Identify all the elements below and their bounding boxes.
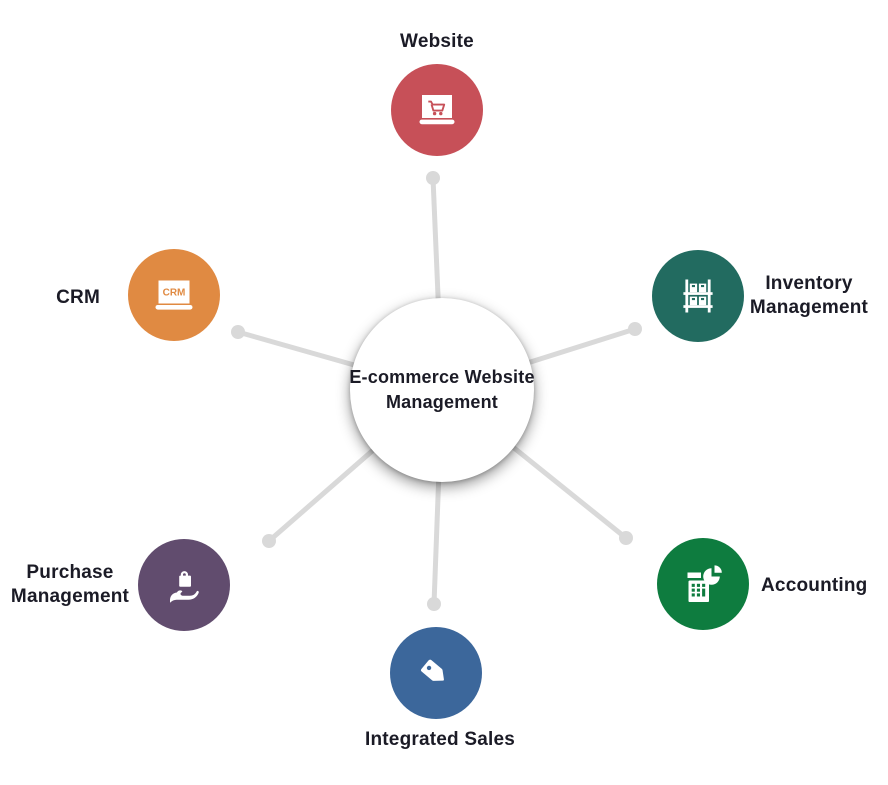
connector-dot-website [426, 171, 440, 185]
center-circle: E-commerce Website Management [349, 298, 535, 482]
crm-laptop-icon: CRM [155, 280, 193, 310]
hand-holding-bag-icon [170, 571, 199, 603]
connector-dot-accounting [619, 531, 633, 545]
center-title-line1: E-commerce Website [349, 367, 535, 388]
connector-dot-sales [427, 597, 441, 611]
node-sales [390, 627, 482, 719]
node-label-sales: Integrated Sales [365, 729, 515, 750]
connector-dot-crm [231, 325, 245, 339]
connector-dot-inventory [628, 322, 642, 336]
node-purchase [138, 539, 230, 631]
price-tag-icon [421, 659, 444, 681]
node-inventory [652, 250, 744, 342]
storage-rack-icon [683, 279, 713, 313]
crm-icon-text: CRM [163, 288, 186, 299]
laptop-cart-icon [419, 95, 455, 125]
node-label-website: Website [400, 31, 474, 52]
node-crm: CRM [128, 249, 220, 341]
calculator-pie-chart-icon [687, 565, 722, 602]
node-label-accounting: Accounting [761, 575, 868, 596]
node-website [391, 64, 483, 156]
node-label-purchase: Purchase Management [10, 562, 130, 607]
connector-dot-purchase [262, 534, 276, 548]
node-accounting [657, 538, 749, 630]
node-label-inventory: Inventory Management [749, 273, 869, 318]
center-title-line2: Management [385, 392, 499, 412]
node-label-crm: CRM [56, 287, 100, 308]
